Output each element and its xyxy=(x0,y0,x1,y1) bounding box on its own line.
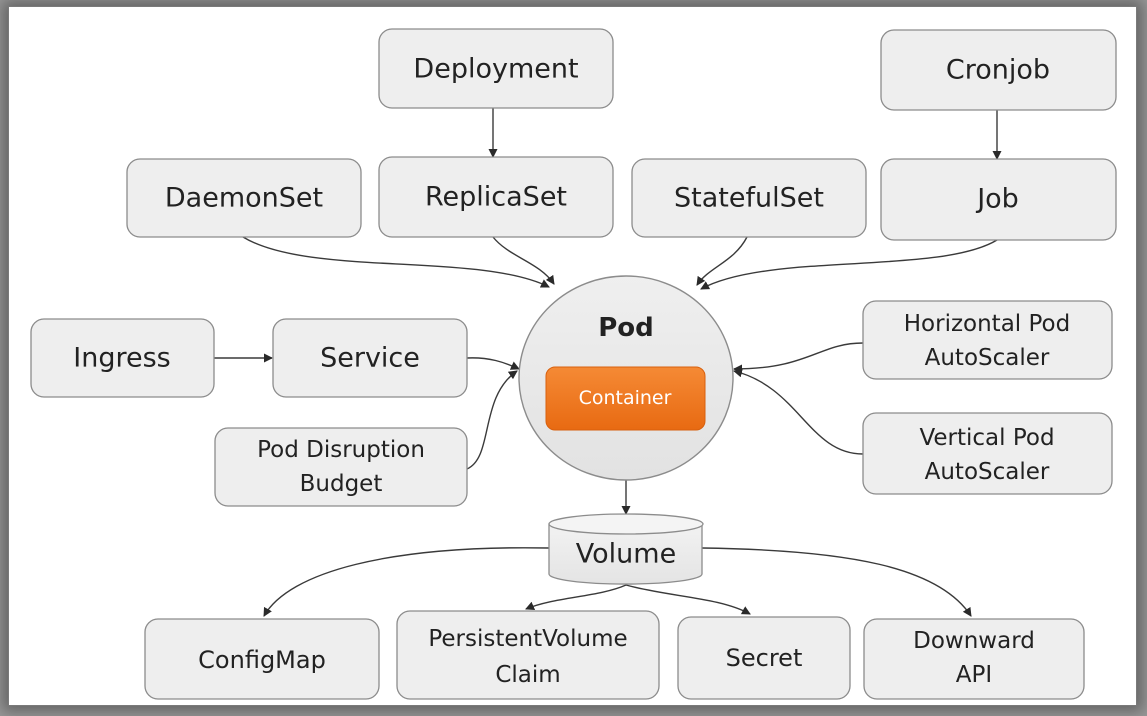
node-pvc-label-line1: PersistentVolume xyxy=(428,626,627,652)
node-statefulset-label: StatefulSet xyxy=(674,183,824,214)
edge-volume-downward xyxy=(701,547,972,617)
node-job: Job xyxy=(880,158,1117,241)
node-container-label: Container xyxy=(579,387,672,409)
node-daemonset-label: DaemonSet xyxy=(165,183,323,214)
diagram-frame: Deployment Cronjob DaemonSet ReplicaSet … xyxy=(8,6,1137,706)
node-pod-label: Pod xyxy=(598,313,654,343)
edge-hpa-pod xyxy=(733,342,864,374)
node-ingress: Ingress xyxy=(30,318,215,398)
node-deployment: Deployment xyxy=(378,28,614,109)
node-pdb-label-line1: Pod Disruption xyxy=(257,437,425,463)
node-container: Container xyxy=(545,366,706,431)
node-cronjob: Cronjob xyxy=(880,29,1117,111)
node-vertical-pod-autoscaler: Vertical Pod AutoScaler xyxy=(862,412,1113,495)
edge-vpa-pod xyxy=(733,368,864,455)
edge-volume-configmap xyxy=(263,547,550,617)
node-pvc-label-line2: Claim xyxy=(495,662,560,688)
node-vpa-label-line2: AutoScaler xyxy=(925,459,1050,485)
node-secret: Secret xyxy=(677,616,851,700)
node-downward-label-line2: API xyxy=(956,662,992,688)
node-service-label: Service xyxy=(320,343,420,374)
edge-replicaset-pod xyxy=(492,236,555,285)
node-vpa-label-line1: Vertical Pod xyxy=(919,425,1054,451)
edge-volume-secret xyxy=(625,584,751,615)
edge-volume-pvc xyxy=(525,584,627,610)
node-service: Service xyxy=(272,318,468,398)
node-downward-label-line1: Downward xyxy=(913,628,1035,654)
edge-daemonset-pod xyxy=(242,236,550,288)
node-configmap: ConfigMap xyxy=(144,618,380,700)
node-cronjob-label: Cronjob xyxy=(946,55,1050,86)
node-replicaset-label: ReplicaSet xyxy=(425,182,567,213)
node-downward-api: Downward API xyxy=(863,618,1085,700)
node-ingress-label: Ingress xyxy=(73,343,170,374)
node-pod: Pod Container xyxy=(518,275,734,481)
node-volume: Volume xyxy=(548,513,704,585)
node-persistentvolume-claim: PersistentVolume Claim xyxy=(396,610,660,700)
node-statefulset: StatefulSet xyxy=(631,158,867,238)
edge-pdb-pod xyxy=(466,370,518,470)
edge-statefulset-pod xyxy=(696,236,748,286)
node-replicaset: ReplicaSet xyxy=(378,156,614,238)
node-horizontal-pod-autoscaler: Horizontal Pod AutoScaler xyxy=(862,300,1113,380)
edge-job-pod xyxy=(700,239,998,290)
node-deployment-label: Deployment xyxy=(413,54,578,85)
node-volume-label: Volume xyxy=(576,539,676,570)
node-hpa-label-line1: Horizontal Pod xyxy=(904,311,1070,337)
node-hpa-label-line2: AutoScaler xyxy=(925,345,1050,371)
node-pod-disruption-budget: Pod Disruption Budget xyxy=(214,427,468,507)
edges xyxy=(214,108,1002,617)
node-job-label: Job xyxy=(975,184,1019,215)
kubernetes-object-diagram: Deployment Cronjob DaemonSet ReplicaSet … xyxy=(30,28,1117,700)
edge-service-pod xyxy=(466,357,520,370)
node-configmap-label: ConfigMap xyxy=(198,646,326,674)
node-secret-label: Secret xyxy=(726,644,803,672)
node-daemonset: DaemonSet xyxy=(126,158,362,238)
node-pdb-label-line2: Budget xyxy=(300,471,383,497)
